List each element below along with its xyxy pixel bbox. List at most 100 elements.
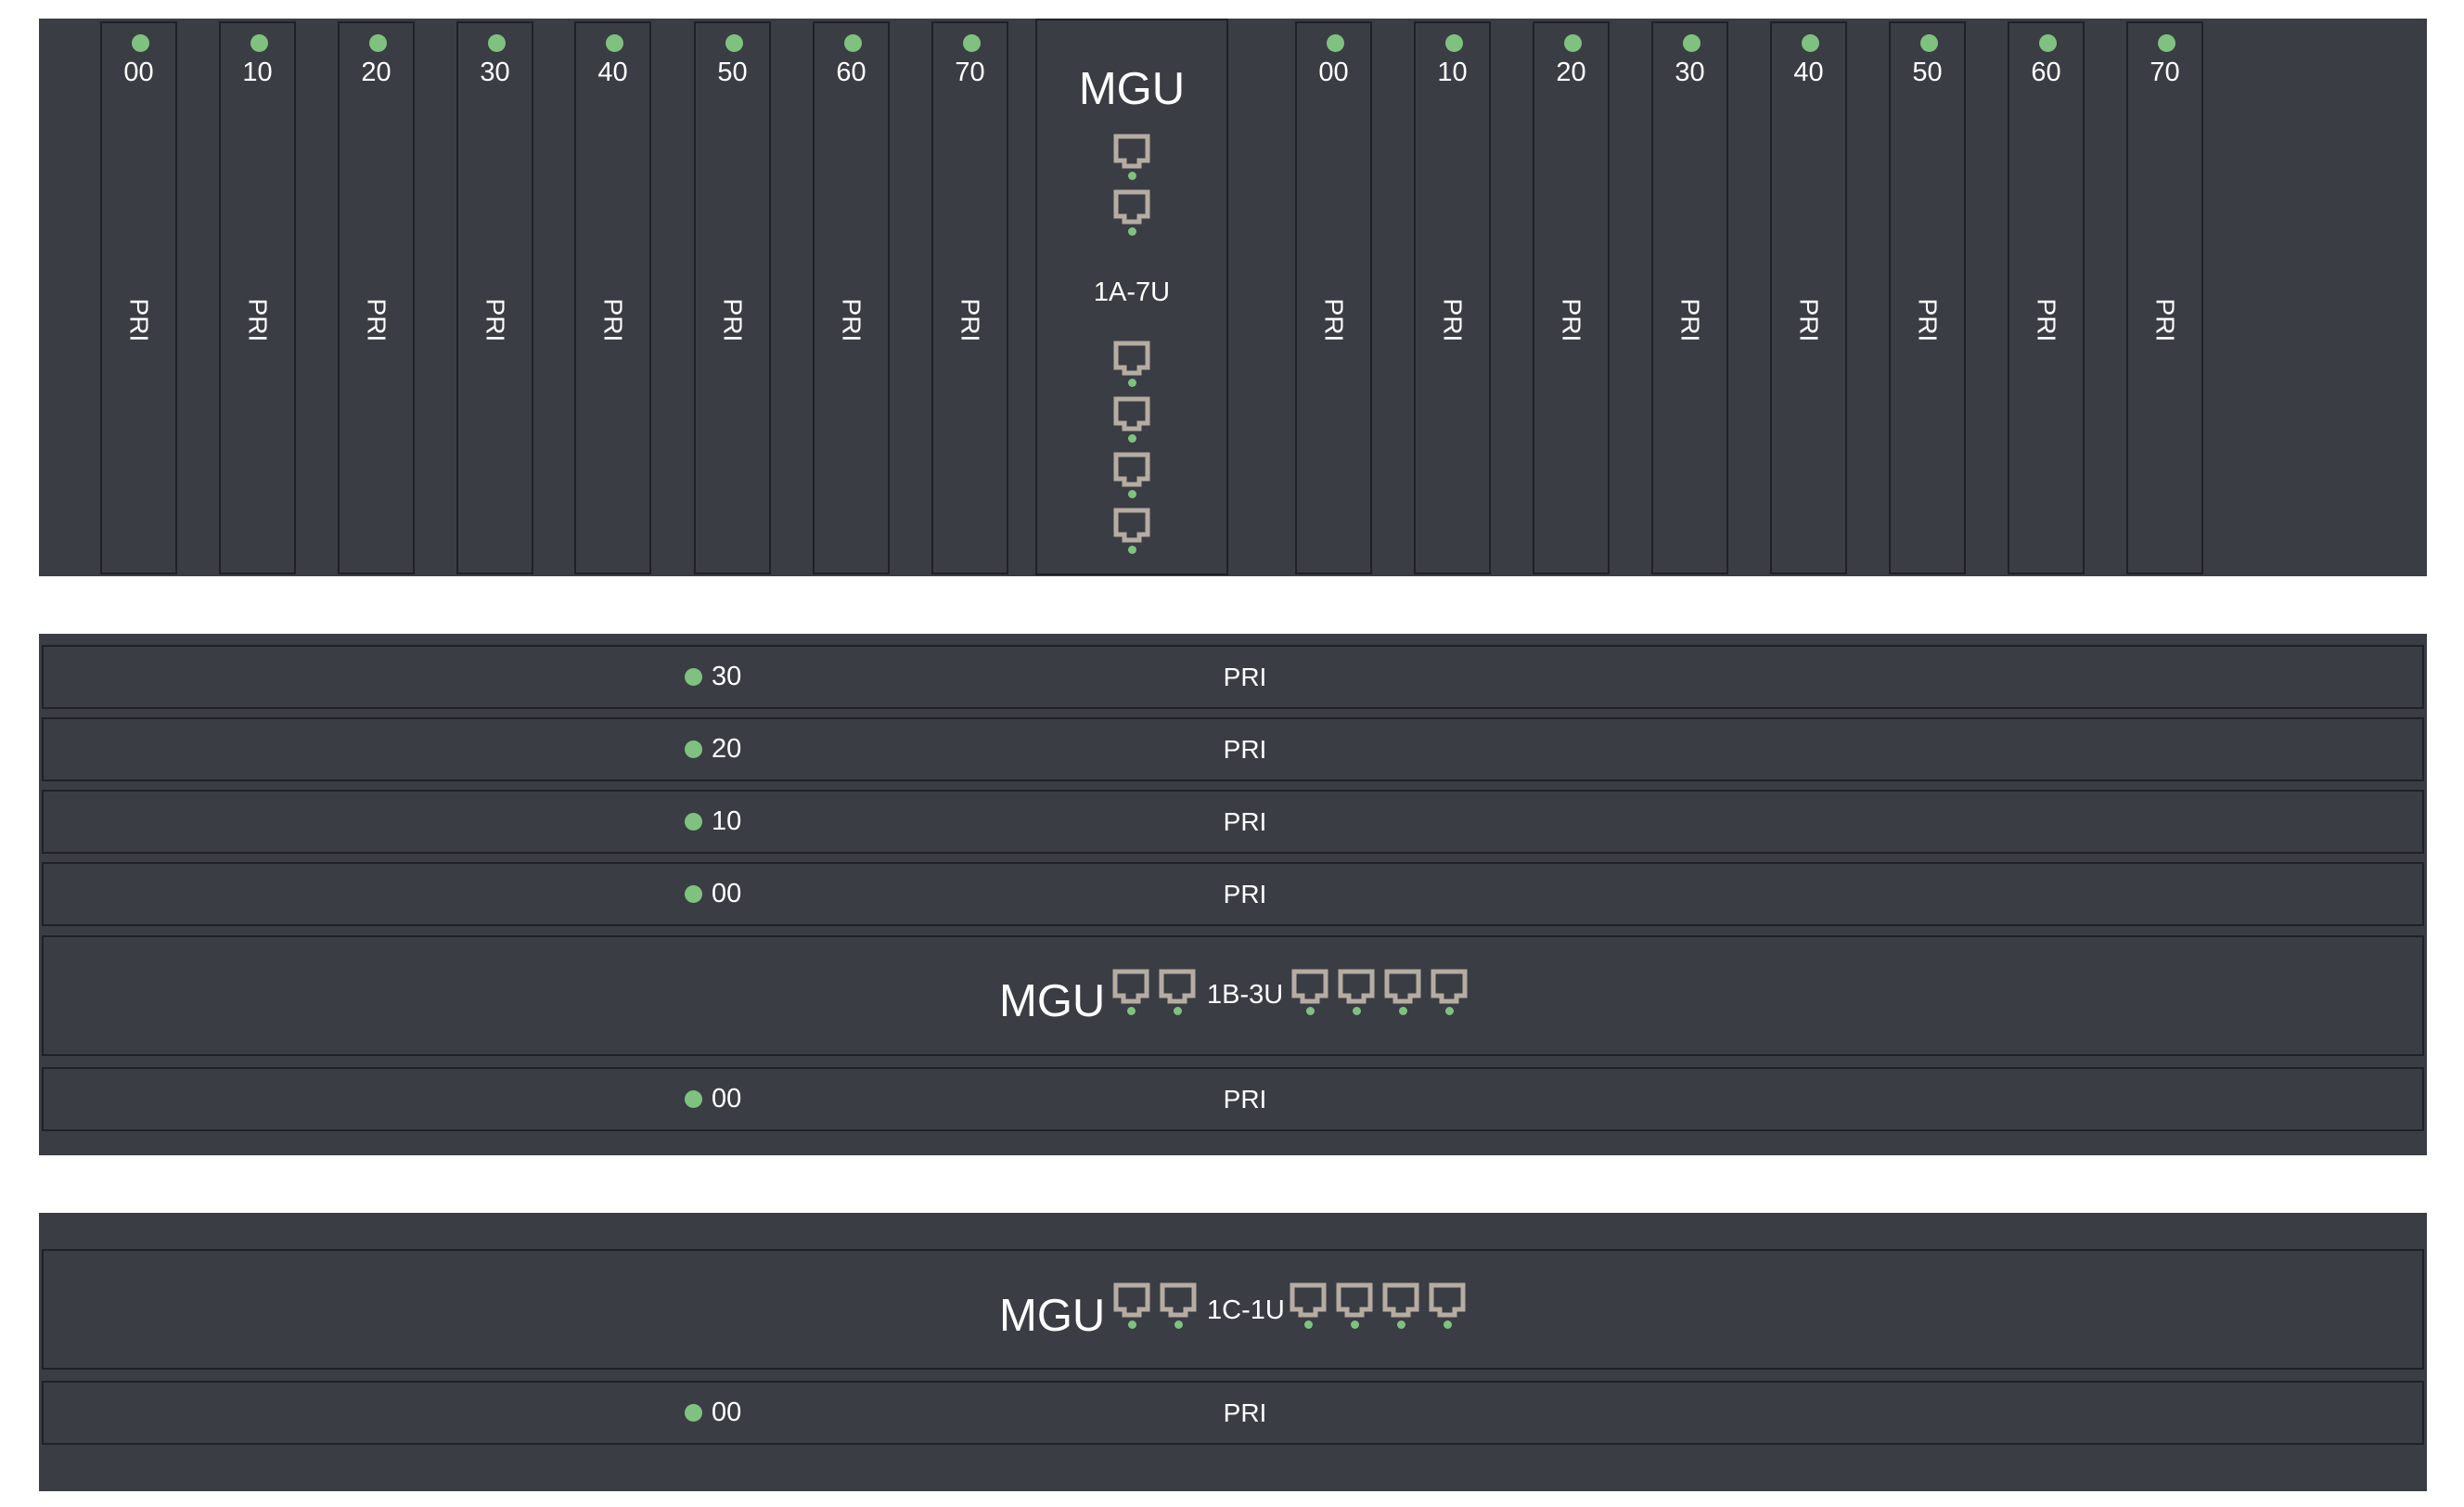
ethernet-port-icon[interactable] (1113, 452, 1150, 487)
ethernet-port-icon[interactable] (1290, 1282, 1327, 1318)
status-led (2039, 34, 2057, 52)
ethernet-port-icon[interactable] (1382, 1282, 1419, 1318)
ethernet-port-icon[interactable] (1113, 396, 1150, 431)
card-label: PRI (1223, 1085, 1267, 1114)
ethernet-port-icon[interactable] (1113, 1282, 1150, 1318)
pri-row-2[interactable]: 10 PRI (42, 790, 2424, 854)
card-label: PRI (1794, 298, 1824, 342)
mgu-card-1c[interactable]: MGU 1C-1U (42, 1249, 2424, 1370)
mgu-code: 1C-1U (1207, 1295, 1285, 1325)
status-led (1564, 34, 1582, 52)
slot-number: 50 (717, 58, 748, 87)
slot-number: 30 (1675, 58, 1705, 87)
card-label: PRI (2032, 298, 2061, 342)
slot-number: 60 (836, 58, 866, 87)
status-led (685, 813, 702, 831)
status-led (132, 34, 149, 52)
slot-number: 60 (2031, 58, 2061, 87)
slot-number: 70 (955, 58, 985, 87)
status-led (963, 34, 981, 52)
status-led (2158, 34, 2175, 52)
ethernet-port-icon[interactable] (1291, 969, 1328, 1004)
status-led (606, 34, 623, 52)
card-label: PRI (718, 298, 748, 342)
card-label: PRI (1319, 298, 1349, 342)
ethernet-port-icon[interactable] (1429, 1282, 1466, 1318)
mgu-card-1a[interactable]: MGU 1A-7U (1035, 19, 1228, 575)
status-led (685, 1090, 702, 1108)
port-status-led (1444, 1320, 1452, 1329)
card-label: PRI (1223, 880, 1267, 908)
ethernet-port-icon[interactable] (1113, 189, 1150, 225)
slot-number: 20 (1556, 58, 1586, 87)
ethernet-port-icon[interactable] (1336, 1282, 1373, 1318)
ethernet-port-icon[interactable] (1113, 341, 1150, 376)
ethernet-port-icon[interactable] (1160, 1282, 1197, 1318)
status-led (725, 34, 743, 52)
card-label: PRI (956, 298, 985, 342)
status-led (1920, 34, 1938, 52)
ethernet-port-icon[interactable] (1113, 134, 1150, 169)
pri-row-0[interactable]: 30 PRI (42, 645, 2424, 709)
status-led (369, 34, 387, 52)
status-led (250, 34, 268, 52)
mgu-card-1b[interactable]: MGU 1B-3U (42, 935, 2424, 1056)
ethernet-port-icon[interactable] (1431, 969, 1468, 1004)
mgu-title: MGU (999, 1291, 1106, 1341)
card-label: PRI (1557, 298, 1586, 342)
port-status-led (1128, 227, 1136, 236)
slot-number: 30 (712, 662, 742, 691)
status-led (1683, 34, 1700, 52)
port-status-led (1445, 1007, 1454, 1015)
port-status-led (1351, 1320, 1359, 1329)
status-led (685, 668, 702, 686)
port-status-led (1128, 546, 1136, 554)
slot-number: 00 (1318, 58, 1349, 87)
card-label: PRI (837, 298, 866, 342)
card-label: PRI (1223, 807, 1267, 836)
port-status-led (1397, 1320, 1405, 1329)
slot-number: 10 (712, 806, 742, 836)
status-led (488, 34, 506, 52)
ethernet-port-icon[interactable] (1112, 969, 1149, 1004)
port-status-led (1128, 490, 1136, 498)
ethernet-port-icon[interactable] (1159, 969, 1196, 1004)
ethernet-port-icon[interactable] (1384, 969, 1421, 1004)
card-label: PRI (481, 298, 510, 342)
card-label: PRI (243, 298, 273, 342)
slot-number: 40 (597, 58, 628, 87)
card-label: PRI (2150, 298, 2180, 342)
port-status-led (1174, 1320, 1183, 1329)
ethernet-port-icon[interactable] (1338, 969, 1375, 1004)
card-label: PRI (1223, 663, 1267, 691)
mgu-title: MGU (999, 976, 1106, 1026)
ethernet-port-icon[interactable] (1113, 508, 1150, 543)
card-label: PRI (1913, 298, 1943, 342)
port-status-led (1306, 1007, 1315, 1015)
port-status-led (1127, 1007, 1136, 1015)
card-label: PRI (598, 298, 628, 342)
